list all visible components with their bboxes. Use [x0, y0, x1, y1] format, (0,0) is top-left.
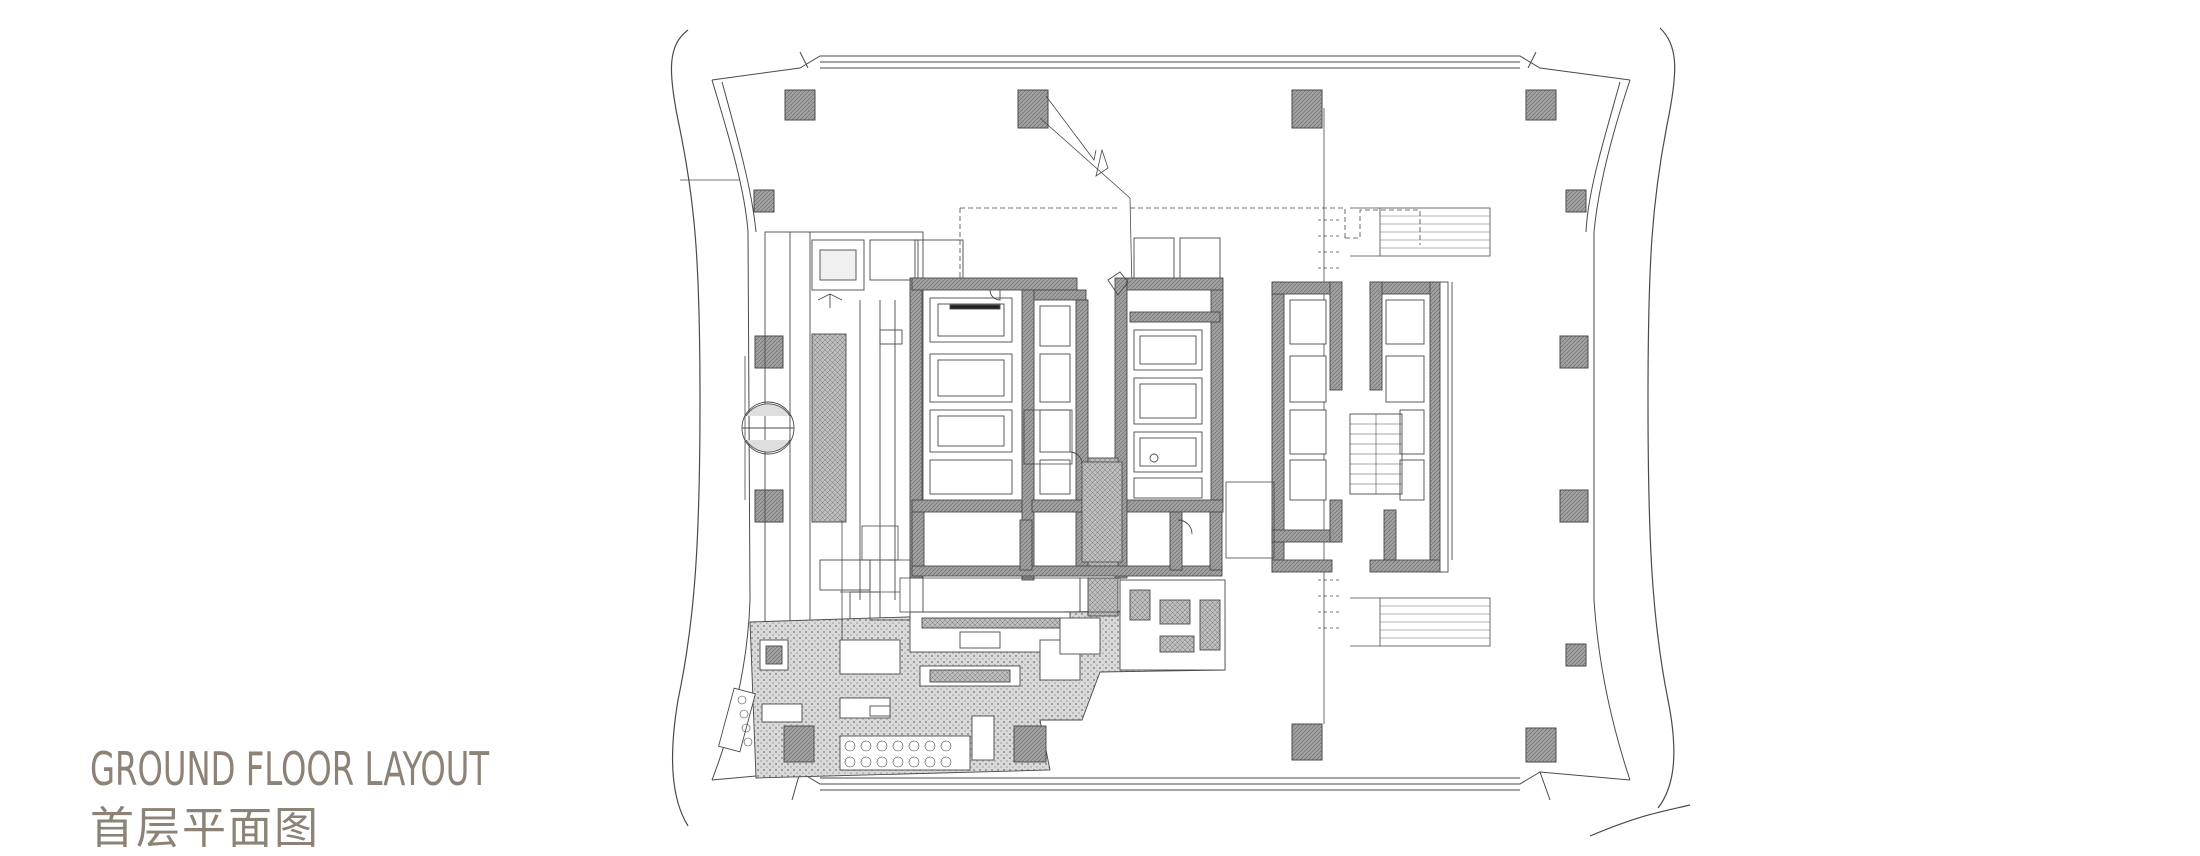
drawing-title-chinese: 首层平面图	[90, 803, 320, 854]
building-outline	[670, 27, 1691, 837]
restaurant-paving	[718, 577, 1226, 779]
core-boundary	[959, 207, 1421, 285]
service-rooms	[840, 95, 1275, 640]
elevator-core-left	[879, 237, 1224, 581]
escalators	[1318, 207, 1491, 647]
drawing-title-english: GROUND FLOOR LAYOUT	[90, 742, 490, 796]
left-lobby	[741, 231, 964, 627]
elevator-core-right	[1271, 281, 1453, 573]
